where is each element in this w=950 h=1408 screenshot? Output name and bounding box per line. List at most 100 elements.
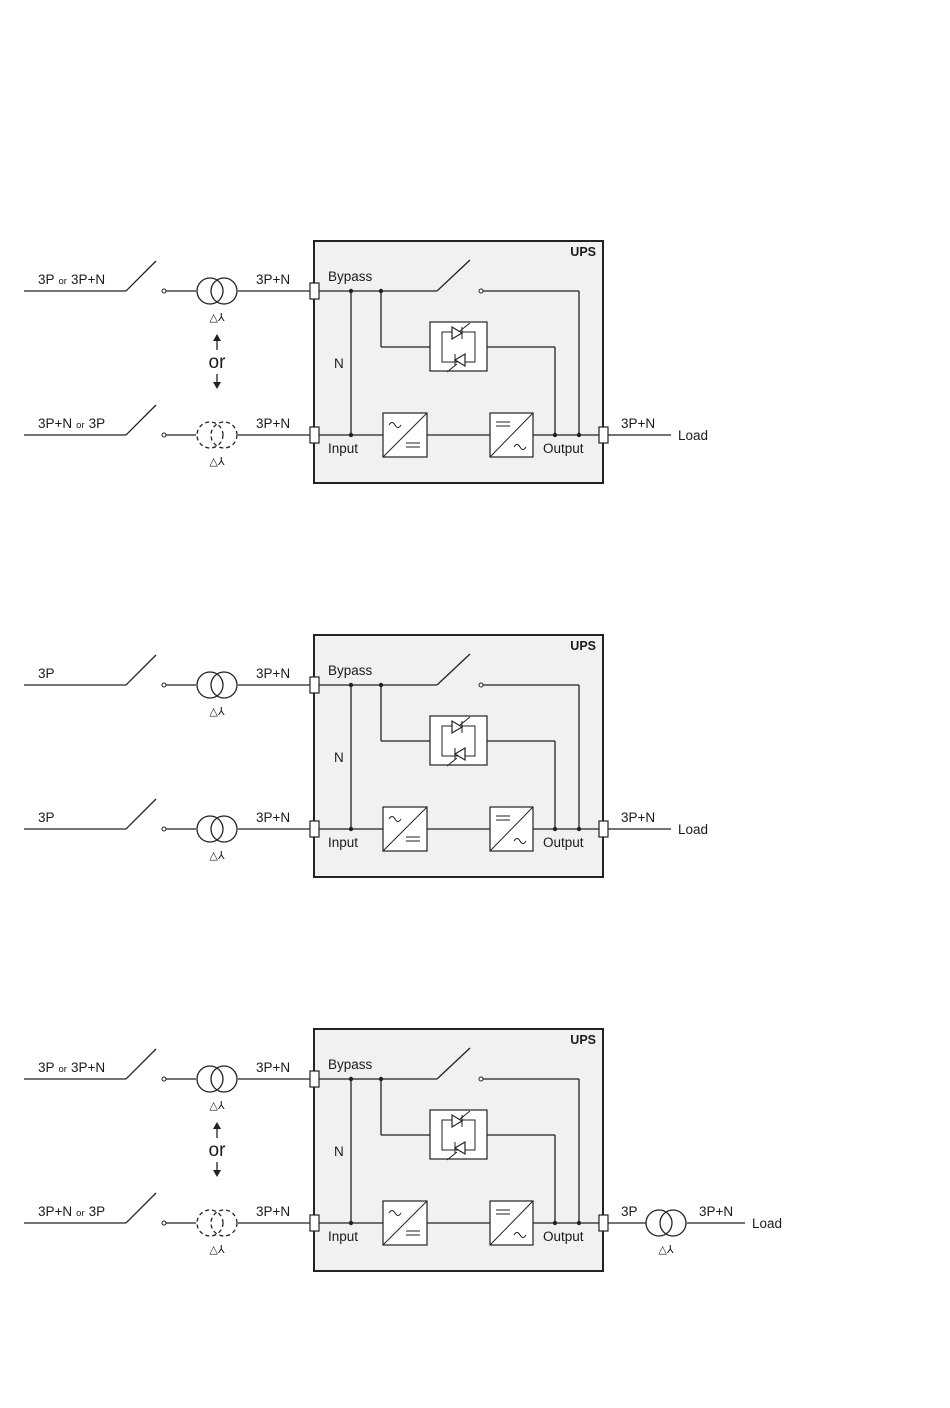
breaker-contact — [162, 289, 166, 293]
input-transformer: △⅄ — [197, 422, 237, 468]
source-label-part2: 3P+N — [71, 272, 105, 287]
junction-dot — [577, 1221, 581, 1225]
input-transformer: △⅄ — [197, 816, 237, 862]
output-terminal — [599, 1215, 608, 1231]
bypass-switch-contact — [479, 683, 483, 687]
junction-dot — [379, 683, 383, 687]
breaker-contact — [162, 1077, 166, 1081]
transformer-winding-primary — [646, 1210, 672, 1236]
rectifier — [383, 1201, 427, 1245]
alternative-label: or — [209, 1140, 227, 1161]
junction-dot — [349, 1221, 353, 1225]
ups-label: UPS — [570, 639, 596, 653]
inverter — [490, 1201, 533, 1245]
output-transformer-label: 3P+N — [699, 1204, 733, 1219]
ups-diagram-3: UPS3Por3P+N3P+Nor3P△⅄△⅄or3P+N3P+NBypassN… — [24, 1029, 782, 1271]
input-label: Input — [328, 1229, 358, 1244]
delta-wye-symbol: △⅄ — [209, 1244, 224, 1256]
bypass-label: Bypass — [328, 269, 373, 284]
bypass-feed-label: 3P+N — [256, 666, 290, 681]
source-label-part1: 3P — [38, 1060, 55, 1075]
inverter — [490, 807, 533, 851]
source-label-part1: 3P+N — [38, 1204, 72, 1219]
rectifier — [383, 807, 427, 851]
input-source: 3P+Nor3P — [24, 1193, 196, 1225]
static-switch — [430, 716, 487, 766]
load-label: Load — [678, 822, 708, 837]
input-label: Input — [328, 441, 358, 456]
source-breaker-blade — [126, 655, 156, 685]
source-breaker-blade — [126, 261, 156, 291]
output-terminal — [599, 427, 608, 443]
ups-label: UPS — [570, 1033, 596, 1047]
delta-wye-symbol: △⅄ — [209, 312, 224, 324]
source-label-part1: 3P — [38, 666, 55, 681]
source-label-part1: 3P — [38, 810, 55, 825]
output-label: Output — [543, 441, 584, 456]
alternative-indicator: or — [209, 334, 227, 389]
transformer-winding-secondary — [211, 672, 237, 698]
bypass-transformer: △⅄ — [197, 672, 237, 718]
junction-dot — [379, 289, 383, 293]
bypass-transformer: △⅄ — [197, 1066, 237, 1112]
breaker-contact — [162, 433, 166, 437]
source-label-part1: 3P+N — [38, 416, 72, 431]
rectifier — [383, 413, 427, 457]
delta-wye-symbol: △⅄ — [209, 706, 224, 718]
bypass-source: 3P or 3P+N — [24, 261, 196, 293]
source-label-part1: 3P — [38, 272, 55, 287]
load-label: Load — [752, 1216, 782, 1231]
source-label: 3P or 3P+N — [38, 272, 105, 287]
delta-wye-symbol: △⅄ — [209, 850, 224, 862]
transformer-winding-primary — [197, 278, 223, 304]
bypass-terminal — [310, 677, 319, 693]
source-label-part2: 3P — [89, 1204, 106, 1219]
output-terminal — [599, 821, 608, 837]
source-label-or: or — [76, 420, 84, 431]
junction-dot — [349, 1077, 353, 1081]
load-label: Load — [678, 428, 708, 443]
output-label: Output — [543, 835, 584, 850]
source-label: 3P — [38, 666, 55, 681]
transformer-winding-primary — [197, 816, 223, 842]
input-terminal — [310, 427, 319, 443]
transformer-winding-secondary — [211, 278, 237, 304]
alternative-label: or — [209, 352, 227, 373]
arrow-down-icon — [213, 1170, 221, 1177]
junction-dot — [379, 1077, 383, 1081]
bypass-terminal — [310, 283, 319, 299]
output-line-label: 3P+N — [621, 416, 655, 431]
junction-dot — [349, 827, 353, 831]
bypass-source: 3P — [24, 655, 196, 687]
bypass-source: 3Por3P+N — [24, 1049, 196, 1081]
input-feed-label: 3P+N — [256, 1204, 290, 1219]
transformer-winding-secondary — [660, 1210, 686, 1236]
source-breaker-blade — [126, 799, 156, 829]
input-terminal — [310, 1215, 319, 1231]
arrow-up-icon — [213, 334, 221, 341]
junction-dot — [349, 683, 353, 687]
source-breaker-blade — [126, 405, 156, 435]
transformer-winding-secondary — [211, 1210, 237, 1236]
breaker-contact — [162, 1221, 166, 1225]
output-transformer: △⅄ — [646, 1210, 686, 1256]
source-breaker-blade — [126, 1193, 156, 1223]
transformer-winding-primary — [197, 1210, 223, 1236]
delta-wye-symbol: △⅄ — [209, 1100, 224, 1112]
junction-dot — [577, 827, 581, 831]
arrow-down-icon — [213, 382, 221, 389]
inverter — [490, 413, 533, 457]
bypass-label: Bypass — [328, 1057, 373, 1072]
transformer-winding-secondary — [211, 1066, 237, 1092]
static-switch-box — [430, 322, 487, 371]
transformer-winding-primary — [197, 672, 223, 698]
bypass-switch-contact — [479, 289, 483, 293]
input-transformer: △⅄ — [197, 1210, 237, 1256]
source-label-part2: 3P+N — [71, 1060, 105, 1075]
ups-diagram-2: UPS3P3P△⅄△⅄3P+N3P+NBypassNInputOutput3P+… — [24, 635, 708, 877]
source-label-or: or — [59, 276, 67, 287]
arrow-up-icon — [213, 1122, 221, 1129]
input-feed-label: 3P+N — [256, 810, 290, 825]
